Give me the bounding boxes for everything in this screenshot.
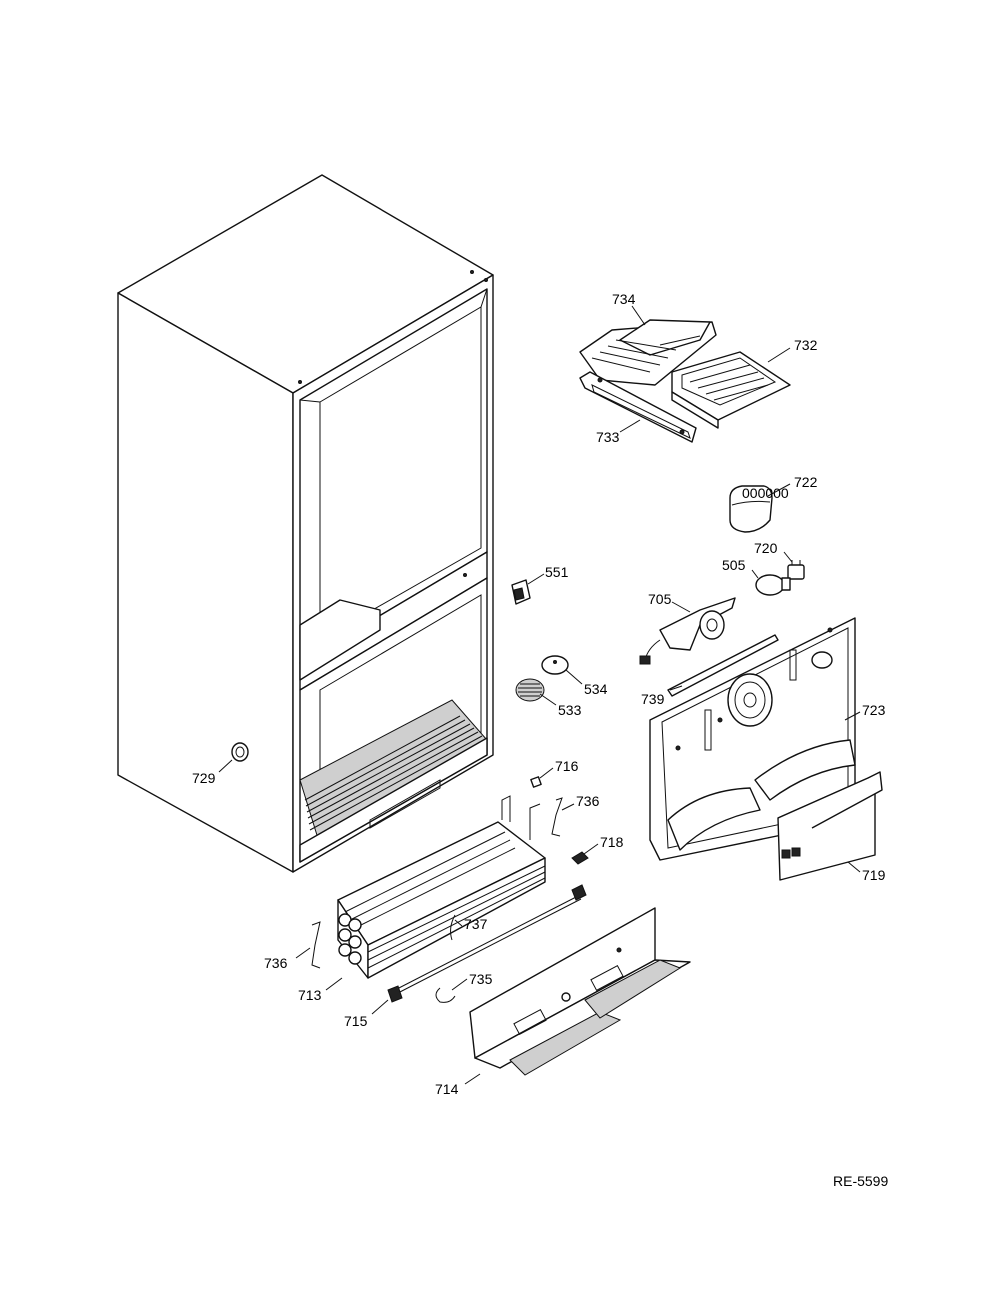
callout-720: 720 [754, 540, 778, 556]
callout-714: 714 [435, 1081, 459, 1097]
evaporator-713 [337, 795, 546, 979]
spring-clip-735 [435, 987, 456, 1003]
refrigerator-cabinet [117, 174, 494, 873]
clip-718 [571, 851, 589, 865]
evaporator-coil-ends [338, 913, 362, 965]
callout-733: 733 [596, 429, 620, 445]
callout-533: 533 [558, 702, 582, 718]
callout-719: 719 [862, 867, 886, 883]
grille-knob-533 [515, 678, 545, 702]
fan-motor-705 [639, 597, 736, 665]
plate-534 [541, 655, 569, 675]
cabinet-grille [304, 715, 483, 831]
seal-strip-739 [667, 634, 779, 697]
evaporator-cover-723 [649, 617, 856, 861]
crisper-cover-732 [671, 351, 791, 429]
connector-715 [387, 985, 403, 1003]
callout-736-lower: 736 [264, 955, 288, 971]
callout-713: 713 [298, 987, 322, 1003]
slide-rail-733 [579, 371, 697, 443]
callout-723: 723 [862, 702, 886, 718]
door-switch-551 [511, 579, 531, 605]
callout-715: 715 [344, 1013, 368, 1029]
callout-505: 505 [722, 557, 746, 573]
drain-trough-714 [469, 907, 691, 1076]
cabinet-plug-729 [231, 742, 249, 762]
light-bulb-505 [755, 574, 791, 596]
callout-716: 716 [555, 758, 579, 774]
defrost-heater-737 [394, 884, 587, 995]
callout-722: 722 [794, 474, 818, 490]
callout-737: 737 [464, 916, 488, 932]
light-shield-722: 000000 [729, 485, 789, 533]
callout-705: 705 [648, 591, 672, 607]
clip-716 [530, 776, 542, 788]
callout-736-upper: 736 [576, 793, 600, 809]
leader-lines [218, 305, 861, 1085]
svg-text:000000: 000000 [742, 485, 789, 501]
callout-739: 739 [641, 691, 665, 707]
diagram-reference-id: RE-5599 [833, 1173, 888, 1189]
callout-labels: 734 732 733 722 720 505 551 705 534 533 … [192, 291, 886, 1097]
callout-718: 718 [600, 834, 624, 850]
callout-734: 734 [612, 291, 636, 307]
callout-551: 551 [545, 564, 569, 580]
callout-732: 732 [794, 337, 818, 353]
air-duct-719 [777, 771, 883, 881]
evaporator-tubes [344, 831, 546, 969]
spring-clip-736-upper [551, 797, 563, 837]
callout-534: 534 [584, 681, 608, 697]
callout-735: 735 [469, 971, 493, 987]
callout-729: 729 [192, 770, 216, 786]
light-socket-720 [787, 560, 805, 580]
spring-clip-736-lower [311, 921, 321, 969]
